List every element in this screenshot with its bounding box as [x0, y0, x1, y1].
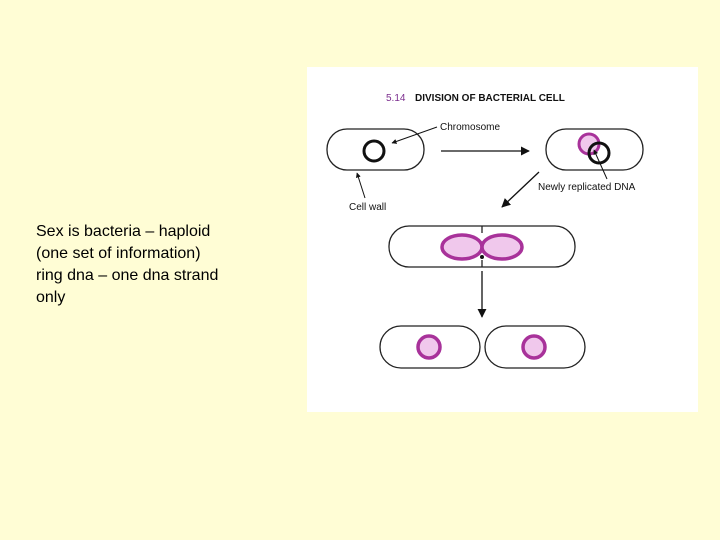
- parent-cell-wall: [326, 128, 425, 171]
- original-dna-ring: [587, 141, 611, 165]
- septum-center-mark: [480, 255, 484, 259]
- slide-text-line: Sex is bacteria – haploid: [36, 223, 211, 240]
- dna-right-ring: [480, 233, 524, 261]
- replicating-cell-wall: [545, 128, 644, 171]
- slide-text-line: only: [36, 289, 66, 306]
- chromosome-pointer: [391, 126, 438, 144]
- division-diagram: 5.14 DIVISION OF BACTERIAL CELL Chromoso…: [326, 93, 644, 369]
- figure-number: 5.14: [386, 93, 406, 104]
- newly-replicated-dna-label: Newly replicated DNA: [538, 182, 636, 193]
- figure-title: DIVISION OF BACTERIAL CELL: [415, 93, 565, 104]
- daughter-cell-right-wall: [484, 325, 586, 369]
- slide-text-line: ring dna – one dna strand: [36, 267, 219, 284]
- newly-replicated-dna-pointer: [593, 149, 608, 180]
- arrow-elongation: [501, 171, 540, 208]
- daughter-right-dna: [521, 334, 547, 360]
- bacterial-division-figure: 5.14 DIVISION OF BACTERIAL CELL Chromoso…: [307, 67, 698, 412]
- chromosome-label: Chromosome: [440, 122, 500, 133]
- chromosome-ring: [362, 139, 386, 163]
- dna-left-ring: [440, 233, 484, 261]
- slide-body-text: Sex is bacteria – haploid (one set of in…: [36, 221, 266, 309]
- daughter-left-dna: [416, 334, 442, 360]
- daughter-cell-left-wall: [379, 325, 481, 369]
- slide-text-line: (one set of information): [36, 245, 201, 262]
- cell-wall-pointer: [355, 172, 366, 199]
- cell-wall-label: Cell wall: [349, 202, 386, 213]
